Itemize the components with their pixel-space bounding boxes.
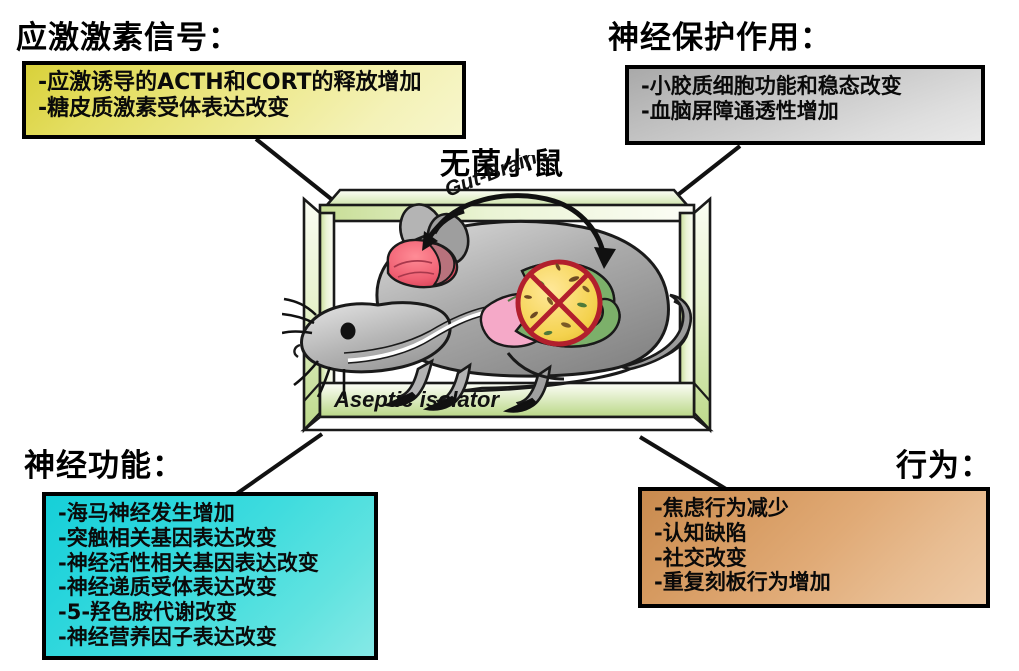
panel-item: -神经递质受体表达改变 xyxy=(58,575,277,600)
panel-item: -海马神经发生增加 xyxy=(58,501,235,525)
connector-neurofunction xyxy=(230,432,324,499)
cross-stroke xyxy=(528,272,590,334)
heading-neural-function: 神经功能： xyxy=(24,448,184,484)
heading-neuroprotection: 神经保护作用： xyxy=(608,20,832,56)
panel-item: -糖皮质激素受体表达改变 xyxy=(38,95,290,121)
panel-item: -社交改变 xyxy=(654,545,747,570)
panel-stress-hormone-signaling: -应激诱导的ACTH和CORT的释放增加 -糖皮质激素受体表达改变 xyxy=(22,61,466,139)
panel-item: -重复刻板行为增加 xyxy=(654,570,831,595)
panel-item: -焦虑行为减少 xyxy=(654,496,789,520)
heading-behavior: 行为： xyxy=(896,448,992,484)
panel-item: -小胶质细胞功能和稳态改变 xyxy=(641,74,902,98)
aseptic-isolator-label: Aseptic isolator xyxy=(333,387,500,412)
aseptic-isolator-illustration: Gut-Brain axis Aseptic isolator xyxy=(282,155,732,455)
mouse-eye xyxy=(340,322,356,340)
no-microbiota-icon xyxy=(515,259,603,347)
panel-neural-function: -海马神经发生增加 -突触相关基因表达改变 -神经活性相关基因表达改变 -神经递… xyxy=(42,492,378,660)
connector-behavior xyxy=(638,435,728,491)
heading-stress-hormone-signaling: 应激激素信号： xyxy=(16,20,240,56)
panel-item: -神经营养因子表达改变 xyxy=(58,624,277,649)
panel-item: -认知缺陷 xyxy=(654,520,747,545)
panel-item: -突触相关基因表达改变 xyxy=(58,525,277,550)
gut-brain-axis-arrow xyxy=(422,193,616,269)
panel-behavior: -焦虑行为减少 -认知缺陷 -社交改变 -重复刻板行为增加 xyxy=(638,487,990,608)
panel-item: -应激诱导的ACTH和CORT的释放增加 xyxy=(38,70,422,95)
panel-neuroprotection: -小胶质细胞功能和稳态改变 -血脑屏障通透性增加 xyxy=(625,65,985,145)
mouse-whiskers xyxy=(282,297,346,399)
panel-item: -血脑屏障通透性增加 xyxy=(641,98,839,123)
panel-item: -神经活性相关基因表达改变 xyxy=(58,550,319,575)
figure-center-title: 无菌小鼠 xyxy=(440,147,564,182)
germ-free-mouse xyxy=(282,203,693,413)
mouse-brain xyxy=(386,238,459,289)
connector-stress xyxy=(254,137,342,208)
panel-item: -5-羟色胺代谢改变 xyxy=(58,600,238,625)
